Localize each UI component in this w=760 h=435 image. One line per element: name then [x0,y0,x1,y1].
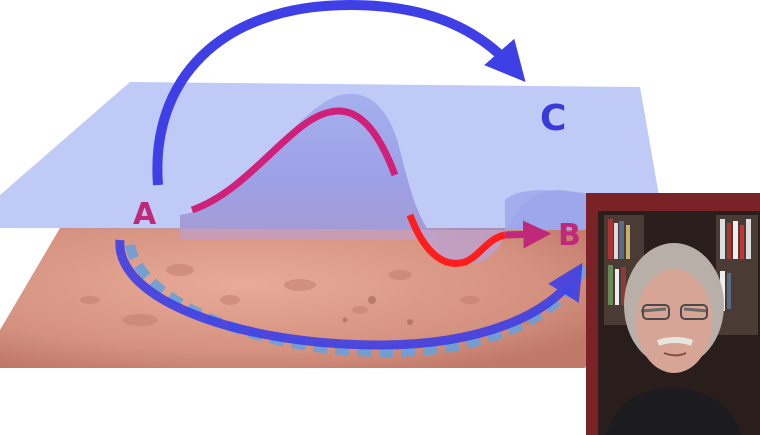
path-to-b [504,220,552,249]
lower-arrow-a-to-b [115,239,583,350]
label-b: B [558,218,581,253]
presenter [606,243,741,435]
upper-arrow-a-to-c [152,0,526,186]
label-a: A [133,197,157,232]
dashed-tunneling-path [125,243,590,358]
path-into-well [406,213,506,267]
presenter-webcam [586,193,760,435]
label-c: C [540,98,566,139]
path-over-hill [190,107,399,214]
